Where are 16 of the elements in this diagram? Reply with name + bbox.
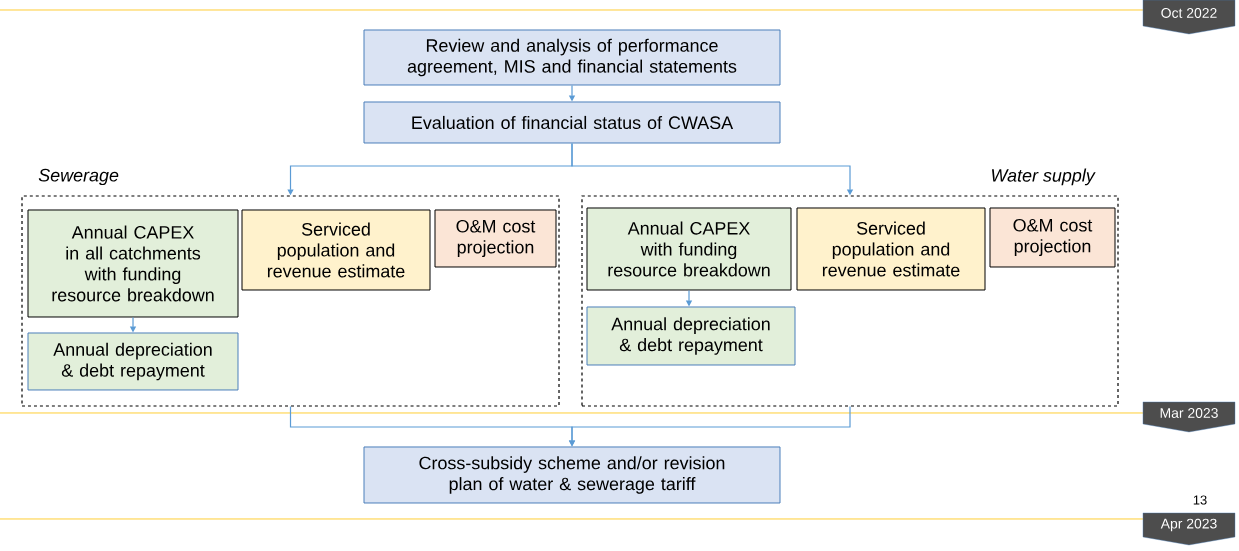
group-heading: Water supply [992, 168, 1096, 186]
date-tag: Apr 2023 [1142, 512, 1236, 546]
process-box: Evaluation of financial status of CWASA [363, 101, 781, 144]
process-box: Review and analysis of performance agreement, MIS and financial statements [363, 29, 781, 86]
process-box: Annual CAPEX with funding resource breakdown [586, 207, 792, 291]
group-heading: Sewerage [38, 168, 119, 186]
process-box: Serviced population and revenue estimate [241, 209, 431, 291]
process-box: Serviced population and revenue estimate [796, 207, 986, 291]
process-box: O&M cost projection [989, 207, 1116, 268]
process-box: Annual CAPEX in all catchments with funding resource breakdown [27, 209, 239, 318]
date-tag: Mar 2023 [1142, 401, 1236, 433]
date-tag: Oct 2022 [1142, 0, 1236, 35]
process-box: Cross-subsidy scheme and/or revision plan of water & sewerage tariff [363, 446, 781, 504]
process-box: Annual depreciation & debt repayment [586, 306, 796, 366]
process-box: O&M cost projection [434, 209, 557, 268]
process-box: Annual depreciation & debt repayment [27, 332, 239, 391]
